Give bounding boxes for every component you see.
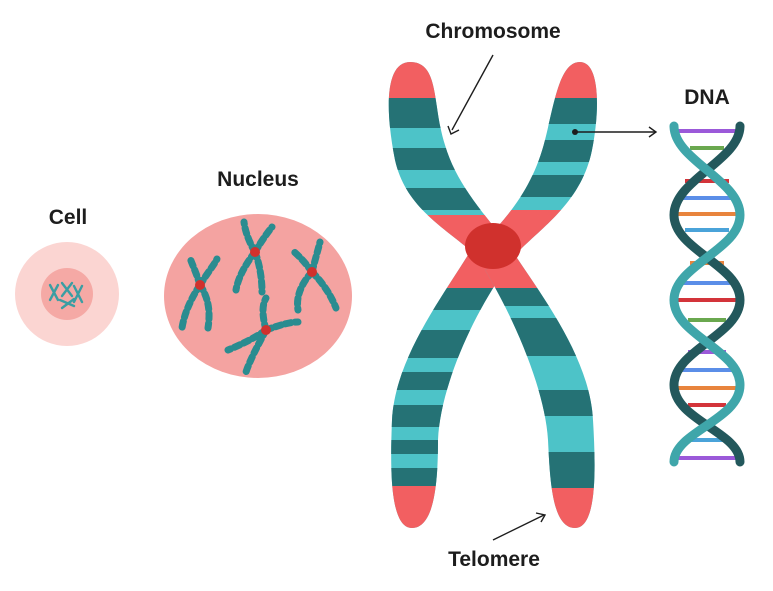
dna-helix (669, 121, 745, 467)
telomere-pointer (492, 512, 547, 541)
label-dna: DNA (684, 86, 730, 109)
nucleus-chromosomes (178, 218, 340, 376)
dna-strand-back (669, 121, 745, 467)
label-cell: Cell (48, 206, 88, 229)
chromosome-illustration (388, 62, 597, 528)
centromere (465, 223, 521, 269)
chromosome-pointer (447, 54, 494, 135)
label-chromosome: Chromosome (425, 20, 561, 43)
cell-illustration (15, 242, 119, 346)
nucleus-illustration (164, 214, 352, 378)
nucleus-body (164, 214, 352, 378)
cell-chromosomes (48, 281, 84, 310)
label-telomere: Telomere (448, 548, 540, 571)
dna-rungs (675, 129, 739, 460)
dna-pointer (572, 126, 658, 138)
cell-nucleus (41, 268, 93, 320)
label-nucleus: Nucleus (217, 168, 299, 191)
dna-strand-front (669, 121, 745, 467)
